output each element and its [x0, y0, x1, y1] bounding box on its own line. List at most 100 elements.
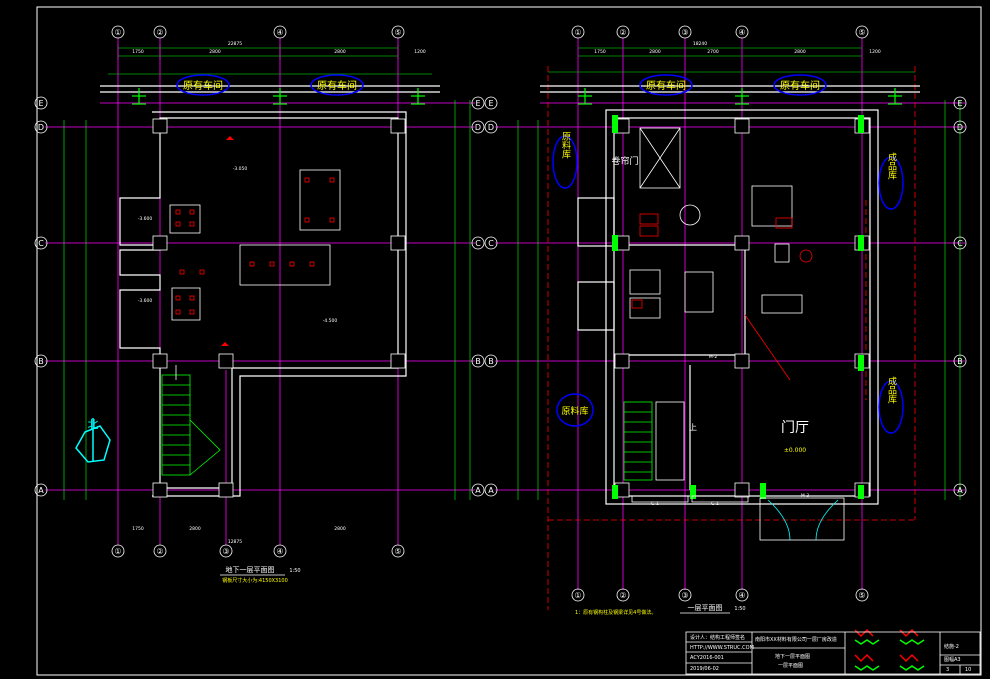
left-axis-row-left-E: E [38, 99, 43, 108]
left-red-markers [221, 136, 234, 346]
right-axis-top-1-circle [571, 25, 585, 39]
right-room-label-3: 原料库 [560, 131, 571, 159]
right-axis-top-3: ③ [681, 28, 688, 37]
title-total: 10 [965, 667, 972, 673]
right-stair [623, 401, 685, 481]
right-door-marks [612, 115, 864, 499]
left-axis-row-right-D: D [475, 123, 481, 132]
rolling-door [639, 127, 681, 189]
right-drawing-title: 一层平面图 [688, 604, 723, 612]
room-label-ellipses [176, 74, 904, 434]
right-axis-row-right-D-circle [953, 120, 967, 134]
left-dim-bottom-4: 2800 [334, 526, 346, 532]
left-dim-bottom-1: 1750 [132, 526, 144, 532]
left-axis-top-3-circle [273, 25, 287, 39]
left-axis-row-left-D-circle [34, 120, 48, 134]
left-axis-row-right-A: A [475, 486, 481, 495]
left-walls [100, 85, 440, 497]
right-room-label-6: 成品库 [886, 151, 897, 180]
right-stair-up: 上 [689, 423, 697, 432]
left-axis-row-left-C-circle [34, 236, 48, 250]
left-plan: 北 [45, 38, 475, 545]
north-label: 北 [88, 418, 99, 431]
right-dim-top-5: 2800 [794, 49, 806, 55]
left-drawing-scale: 1:50 [289, 568, 300, 574]
right-entrance [759, 497, 845, 541]
left-axis-row-right-E: E [475, 99, 480, 108]
left-columns [152, 118, 406, 498]
north-arrow-icon [75, 418, 111, 463]
left-axis-horizontal [45, 102, 475, 491]
right-axis-bottom-2: ② [619, 591, 626, 600]
right-axis-row-right-D: D [957, 123, 963, 132]
right-axis-top-5: ⑤ [858, 28, 865, 37]
left-axis-top-4-circle [391, 25, 405, 39]
left-axis-row-right-B: B [475, 357, 481, 366]
title-company: 南阳市XX材料有限公司一层厂房改造 [755, 637, 837, 643]
left-axis-top-2: ② [156, 28, 163, 37]
drawing-frame [36, 6, 982, 676]
right-drawing-scale: 1:50 [734, 606, 745, 612]
right-equipment [629, 185, 813, 319]
left-axis-row-right-E-circle [471, 96, 485, 110]
left-axis-bottom-4-circle [273, 544, 287, 558]
right-axis-row-left-B-circle [484, 354, 498, 368]
left-axis-row-left-B-circle [34, 354, 48, 368]
right-axis-bottom-4: ④ [738, 591, 745, 600]
right-room-label-7: 成品库 [886, 375, 897, 404]
left-level-3: -3.600 [138, 298, 153, 304]
left-stair [161, 365, 221, 476]
left-equipment [169, 169, 341, 321]
left-steel-columns [132, 88, 425, 105]
left-axis-bottom-3-circle [219, 544, 233, 558]
right-door-tag-1: C-1 [651, 501, 659, 507]
right-axis-bottom-4-circle [735, 588, 749, 602]
right-dim-top-2: 1750 [594, 49, 606, 55]
left-dims-top [108, 44, 432, 75]
right-dims-side [517, 100, 961, 500]
right-room-label-hall: 门厅 [781, 420, 809, 436]
left-dim-top-4: 2800 [334, 49, 346, 55]
right-windows [631, 495, 749, 503]
left-axis-top-4: ⑤ [394, 28, 401, 37]
left-axis-row-left-A: A [38, 486, 44, 495]
right-axis-bottom-3-circle [678, 588, 692, 602]
left-axis-top-3: ④ [276, 28, 283, 37]
left-dims-side [63, 100, 471, 500]
right-door-tag-2: C-1 [711, 501, 719, 507]
right-axis-row-right-B: B [957, 357, 963, 366]
right-axis-row-left-E-circle [484, 96, 498, 110]
left-dim-top-1: 1750 [132, 49, 144, 55]
right-room-label-4: 原料库 [561, 405, 588, 417]
right-dims-top [548, 47, 915, 73]
title-block-frame [685, 631, 981, 675]
right-plan [495, 38, 965, 610]
left-axis-row-left-C: C [38, 239, 44, 248]
right-room-label-1: 原有车间 [646, 79, 686, 92]
left-axis-row-right-B-circle [471, 354, 485, 368]
left-dim-top-3: 22875 [228, 41, 242, 47]
left-axis-bottom-2-circle [153, 544, 167, 558]
left-dim-top-5: 1200 [414, 49, 426, 55]
title-page: 3 [946, 667, 950, 673]
right-dim-top-3: 2800 [649, 49, 661, 55]
right-cut-line [744, 314, 791, 381]
right-axis-row-right-A: A [957, 486, 963, 495]
right-axis-bottom-3: ③ [681, 591, 688, 600]
left-level-4: -4.500 [323, 318, 338, 324]
left-axis-row-left-E-circle [34, 96, 48, 110]
right-axis-horizontal [495, 102, 965, 491]
title-designer: 设计人：结构工程师签名 [690, 635, 746, 641]
revision-marks [854, 628, 919, 663]
right-axis-row-left-D: D [488, 123, 494, 132]
right-axis-row-right-B-circle [953, 354, 967, 368]
title-url: HTTP://WWW.STRUC.COM [690, 645, 754, 651]
right-axis-row-left-B: B [488, 357, 494, 366]
left-axis-bottom-1-circle [111, 544, 125, 558]
right-axis-row-left-D-circle [484, 120, 498, 134]
right-hall-level: ±0.000 [784, 447, 806, 454]
left-axis-row-right-A-circle [471, 483, 485, 497]
